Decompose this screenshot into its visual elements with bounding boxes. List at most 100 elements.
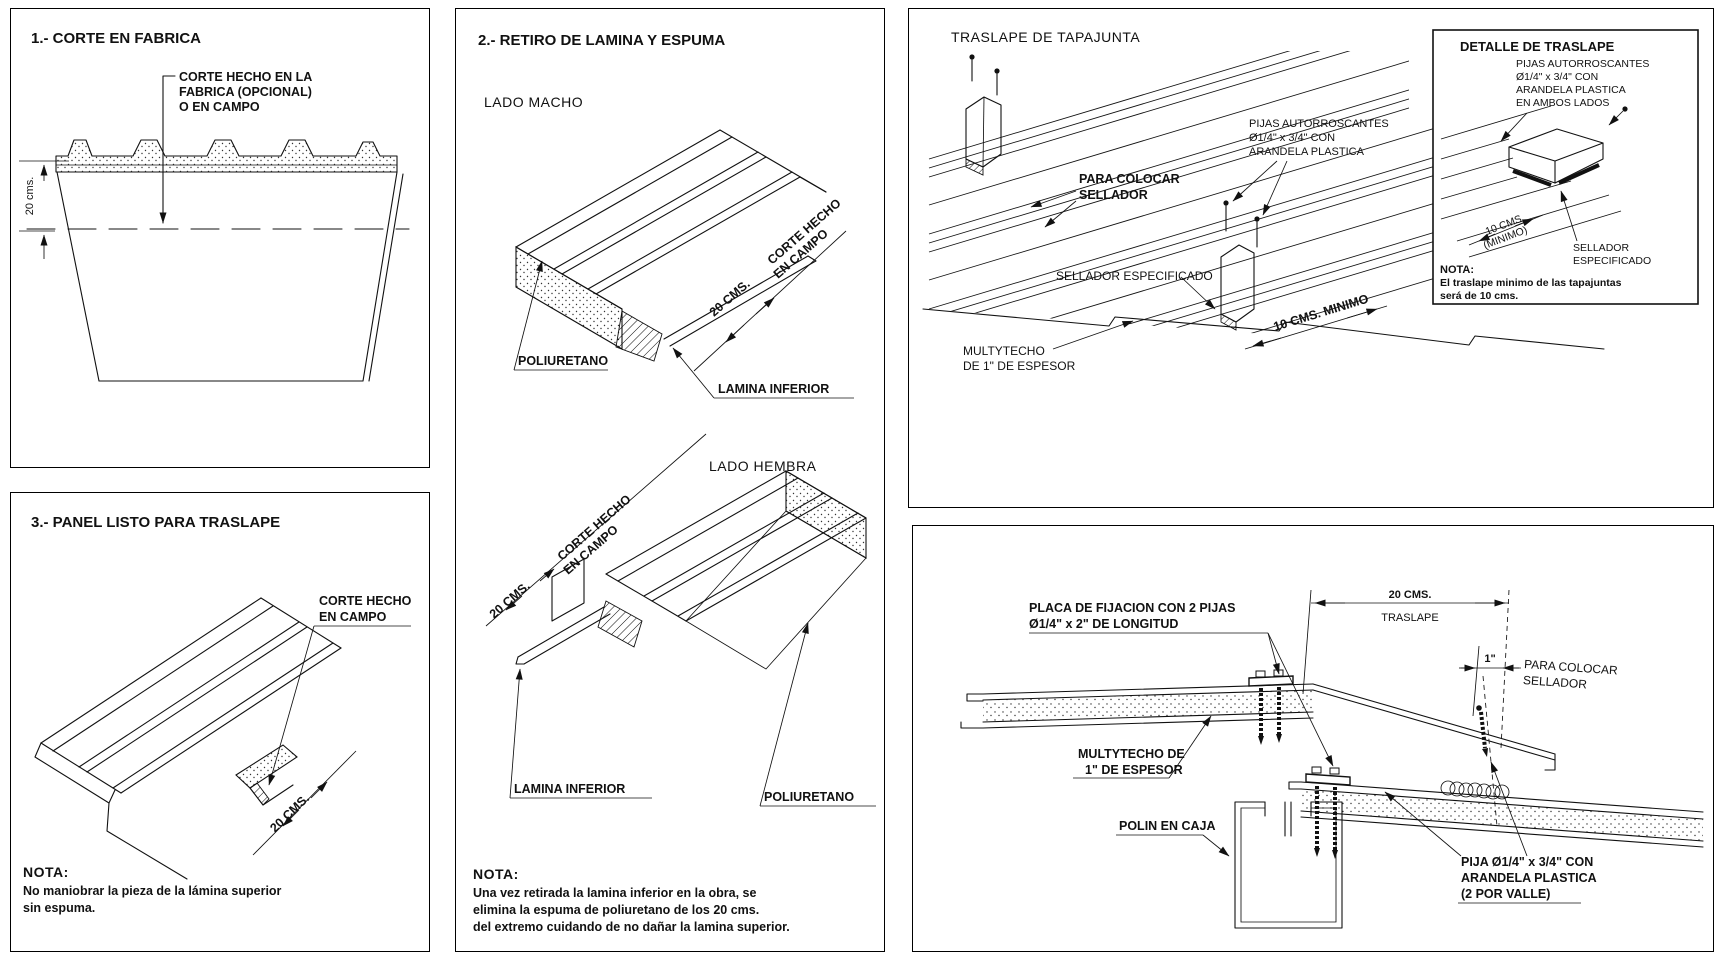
dim-10cms-minimo: 10 CMS. MINIMO xyxy=(1244,292,1388,350)
label-lamina-inferior-hembra: LAMINA INFERIOR xyxy=(509,668,652,799)
svg-text:PIJAS AUTORROSCANTES: PIJAS AUTORROSCANTES xyxy=(1249,118,1389,130)
label-placa-fijacion: PLACA DE FIJACION CON 2 PIJAS Ø1/4" x 2"… xyxy=(1029,601,1334,767)
svg-text:EN CAMPO: EN CAMPO xyxy=(319,610,387,624)
svg-text:SELLADOR: SELLADOR xyxy=(1079,188,1148,202)
svg-text:Ø1/4" x 2" DE LONGITUD: Ø1/4" x 2" DE LONGITUD xyxy=(1029,617,1178,631)
svg-text:LAMINA INFERIOR: LAMINA INFERIOR xyxy=(514,782,625,796)
dim-20cms-macho: 20 CMS. CORTE HECHO EN CAMPO xyxy=(693,196,847,372)
label-poliuretano-macho: POLIURETANO xyxy=(513,260,608,371)
inset-cap xyxy=(1500,106,1628,187)
dim-20cms: 20 cms. xyxy=(19,160,69,259)
panel1-title: 1.- CORTE EN FABRICA xyxy=(31,30,201,47)
hembra-drawing xyxy=(515,470,867,670)
inset-label-sellador: SELLADOR ESPECIFICADO xyxy=(1560,190,1651,267)
panel4-title: TRASLAPE DE TAPAJUNTA xyxy=(951,29,1140,45)
label-sellador-especificado: SELLADOR ESPECIFICADO xyxy=(1056,269,1216,310)
svg-text:SELLADOR: SELLADOR xyxy=(1573,242,1629,254)
svg-text:ARANDELA PLASTICA: ARANDELA PLASTICA xyxy=(1461,871,1597,885)
svg-text:MULTYTECHO: MULTYTECHO xyxy=(963,344,1045,358)
svg-text:PARA COLOCAR: PARA COLOCAR xyxy=(1079,172,1180,186)
svg-text:20 CMS.: 20 CMS. xyxy=(487,579,533,621)
label-pijas-autorroscantes: PIJAS AUTORROSCANTES Ø1/4" x 3/4" CON AR… xyxy=(1232,118,1389,216)
panel-traslape-tapajunta: TRASLAPE DE TAPAJUNTA xyxy=(908,8,1714,508)
svg-text:MULTYTECHO DE: MULTYTECHO DE xyxy=(1078,747,1185,761)
svg-text:ARANDELA PLASTICA: ARANDELA PLASTICA xyxy=(1249,146,1365,158)
dim-20cms-hembra: 20 CMS. CORTE HECHO EN CAMPO xyxy=(485,433,707,627)
svg-text:elimina la espuma de poliureta: elimina la espuma de poliuretano de los … xyxy=(473,903,759,917)
panel3-title: 3.- PANEL LISTO PARA TRASLAPE xyxy=(31,514,280,531)
eave-edge xyxy=(922,308,1605,350)
inset-nota: NOTA: El traslape minimo de las tapajunt… xyxy=(1440,264,1622,302)
label-multytecho-p4: MULTYTECHO DE 1" DE ESPESOR xyxy=(963,320,1134,373)
label-lado-macho: LADO MACHO xyxy=(484,94,583,110)
svg-text:10 CMS. MINIMO: 10 CMS. MINIMO xyxy=(1272,292,1371,334)
svg-text:1": 1" xyxy=(1484,653,1495,665)
panel-detalle-fijacion: 20 CMS. TRASLAPE 1" PLACA DE FIJACION CO… xyxy=(912,525,1714,952)
panel-corte-en-fabrica: 1.- CORTE EN FABRICA CORTE HECHO EN LA F… xyxy=(10,8,430,468)
panel-retiro-lamina-espuma: 2.- RETIRO DE LAMINA Y ESPUMA LADO MACHO… xyxy=(455,8,885,952)
svg-text:PIJA Ø1/4" x 3/4" CON: PIJA Ø1/4" x 3/4" CON xyxy=(1461,855,1593,869)
svg-text:PARA COLOCAR: PARA COLOCAR xyxy=(1524,657,1619,678)
panel2-title: 2.- RETIRO DE LAMINA Y ESPUMA xyxy=(478,32,725,49)
svg-text:NOTA:: NOTA: xyxy=(23,864,69,880)
label-lamina-inferior-macho: LAMINA INFERIOR xyxy=(672,347,854,399)
fixation-plate-lower xyxy=(1305,766,1351,859)
svg-text:POLIURETANO: POLIURETANO xyxy=(764,790,854,804)
panel1-callout: CORTE HECHO EN LA FABRICA (OPCIONAL) O E… xyxy=(179,70,312,114)
svg-text:ARANDELA PLASTICA: ARANDELA PLASTICA xyxy=(1516,84,1626,96)
label-poliuretano-hembra: POLIURETANO xyxy=(759,622,876,807)
svg-text:NOTA:: NOTA: xyxy=(473,866,519,882)
callout-leader xyxy=(159,75,176,224)
svg-text:POLIN EN CAJA: POLIN EN CAJA xyxy=(1119,819,1216,833)
lower-panel xyxy=(1288,781,1704,848)
svg-text:No maniobrar la pieza de la lá: No maniobrar la pieza de la lámina super… xyxy=(23,884,282,898)
inset-detalle-traslape: DETALLE DE TRASLAPE PIJAS AUTORROSCANTES… xyxy=(1432,29,1699,305)
svg-text:El traslape minimo de las tapa: El traslape minimo de las tapajuntas xyxy=(1440,277,1622,289)
svg-text:Ø1/4" x 3/4" CON: Ø1/4" x 3/4" CON xyxy=(1516,71,1598,83)
svg-text:ESPECIFICADO: ESPECIFICADO xyxy=(1573,255,1651,267)
svg-text:TRASLAPE: TRASLAPE xyxy=(1381,612,1438,624)
svg-text:SELLADOR: SELLADOR xyxy=(1523,673,1588,691)
svg-text:PLACA DE FIJACION CON 2 PIJAS: PLACA DE FIJACION CON 2 PIJAS xyxy=(1029,601,1236,615)
svg-text:O EN CAMPO: O EN CAMPO xyxy=(179,100,260,114)
svg-text:POLIURETANO: POLIURETANO xyxy=(518,354,608,368)
svg-text:NOTA:: NOTA: xyxy=(1440,264,1474,276)
drawing-tapajunta: TRASLAPE DE TAPAJUNTA xyxy=(922,29,1699,373)
svg-text:20 CMS.: 20 CMS. xyxy=(1389,589,1432,601)
valley-screw xyxy=(1476,675,1498,827)
panel-listo-para-traslape: 3.- PANEL LISTO PARA TRASLAPE CORTE HECH… xyxy=(10,492,430,952)
label-pija-valle: PIJA Ø1/4" x 3/4" CON ARANDELA PLASTICA … xyxy=(1384,761,1597,904)
dim-1in: 1" xyxy=(1459,645,1521,717)
drawing-retiro: 2.- RETIRO DE LAMINA Y ESPUMA LADO MACHO… xyxy=(473,32,876,934)
macho-drawing xyxy=(515,129,827,362)
svg-text:CORTE HECHO: CORTE HECHO xyxy=(319,594,412,608)
svg-text:SELLADOR ESPECIFICADO: SELLADOR ESPECIFICADO xyxy=(1056,269,1213,283)
svg-text:LAMINA INFERIOR: LAMINA INFERIOR xyxy=(718,382,829,396)
svg-text:20 CMS.: 20 CMS. xyxy=(707,277,753,319)
svg-text:del extremo cuidando de no dañ: del extremo cuidando de no dañar la lami… xyxy=(473,920,790,934)
polin-en-caja xyxy=(1234,801,1343,929)
label-polin: POLIN EN CAJA xyxy=(1116,819,1230,857)
dim-20cms-traslape: 20 CMS. TRASLAPE xyxy=(1302,589,1510,749)
isometric-panel xyxy=(34,597,342,880)
svg-text:(2 POR VALLE): (2 POR VALLE) xyxy=(1461,887,1550,901)
svg-text:Ø1/4" x 3/4" CON: Ø1/4" x 3/4" CON xyxy=(1249,132,1335,144)
label-corte-hecho: CORTE HECHO EN CAMPO xyxy=(268,594,412,786)
svg-text:DE 1" DE ESPESOR: DE 1" DE ESPESOR xyxy=(963,359,1076,373)
inset-title: DETALLE DE TRASLAPE xyxy=(1460,39,1615,54)
label-multytecho-p5: MULTYTECHO DE 1" DE ESPESOR xyxy=(1073,715,1212,779)
svg-text:FABRICA (OPCIONAL): FABRICA (OPCIONAL) xyxy=(179,85,312,99)
label-para-colocar-p5: PARA COLOCAR SELLADOR xyxy=(1523,657,1619,691)
drawing-corte-en-fabrica: 1.- CORTE EN FABRICA CORTE HECHO EN LA F… xyxy=(19,30,410,382)
panel3-nota: NOTA: No maniobrar la pieza de la lámina… xyxy=(23,864,282,915)
panel-cross-section xyxy=(55,139,404,382)
svg-text:sin espuma.: sin espuma. xyxy=(23,901,95,915)
sealant-coil xyxy=(1440,780,1510,800)
svg-text:será de 10 cms.: será de 10 cms. xyxy=(1440,290,1518,302)
svg-text:20 cms.: 20 cms. xyxy=(24,177,36,216)
svg-text:CORTE HECHO EN LA: CORTE HECHO EN LA xyxy=(179,70,312,84)
label-para-colocar-sellador: PARA COLOCAR SELLADOR xyxy=(1030,172,1180,228)
drawing-panel-listo: 3.- PANEL LISTO PARA TRASLAPE CORTE HECH… xyxy=(23,514,412,915)
svg-text:PIJAS AUTORROSCANTES: PIJAS AUTORROSCANTES xyxy=(1516,58,1649,70)
drawing-fijacion: 20 CMS. TRASLAPE 1" PLACA DE FIJACION CO… xyxy=(960,589,1704,929)
